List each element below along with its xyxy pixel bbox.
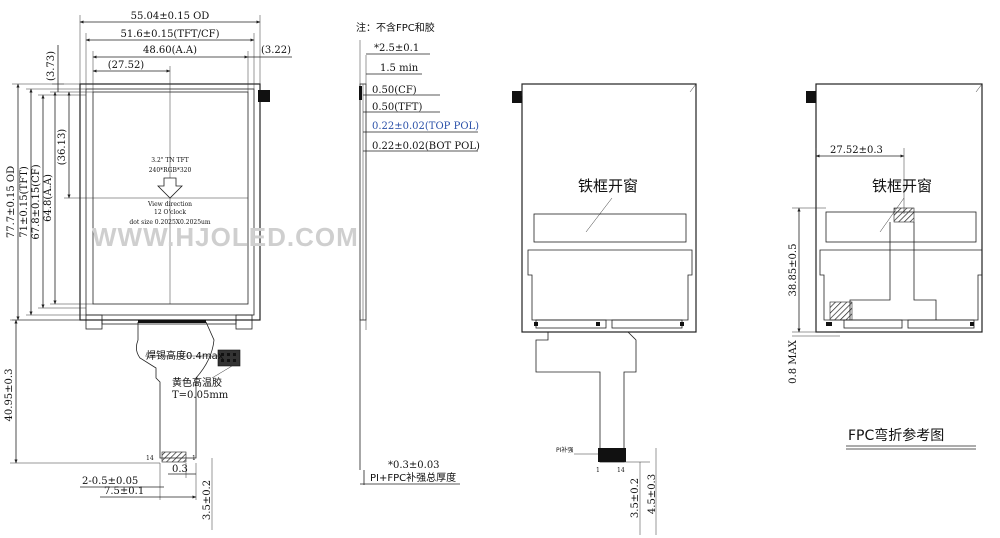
fold-window-label: 铁框开窗 bbox=[872, 177, 932, 195]
fold-dim-height: 38.85±0.5 bbox=[788, 244, 799, 297]
panel-tiny-note: dot size 0.2025X0.2025um bbox=[129, 219, 211, 226]
dim-od-width: 55.04±0.15 OD bbox=[131, 11, 210, 22]
dim-tft-height: 71±0.15(TFT) bbox=[19, 166, 30, 238]
fpc-thickness-label: PI+FPC补强总厚度 bbox=[370, 471, 456, 484]
fpc-outline bbox=[136, 321, 215, 459]
panel-label-2: 240*RGB*320 bbox=[149, 167, 192, 174]
fold-connector-block bbox=[893, 207, 915, 223]
dim-od-height: 77.7±0.15 OD bbox=[6, 166, 17, 238]
side-note: 注：不含FPC和胶 bbox=[356, 21, 435, 34]
fold-pi-stiffener bbox=[829, 301, 853, 321]
fold-lower-step bbox=[819, 249, 983, 321]
pin-14-label: 14 bbox=[146, 455, 154, 462]
side-view: 注：不含FPC和胶 *2.5±0.1 1.5 min 0.50(CF) 0.50… bbox=[356, 21, 480, 485]
back-view: 铁框开窗 PI补强 1 14 3.5±0.2 4.5±0.3 bbox=[512, 83, 697, 535]
dim-stiffener-front: 3.5±0.2 bbox=[202, 480, 213, 520]
view-direction-label: View direction bbox=[147, 201, 192, 208]
dim-fpc-thickness: *0.3±0.03 bbox=[388, 460, 440, 471]
back-pin-1: 1 bbox=[596, 467, 600, 474]
back-dim-a: 3.5±0.2 bbox=[630, 478, 641, 518]
dim-center-y: (36.13) bbox=[57, 129, 68, 166]
fold-dim-max: 0.8 MAX bbox=[788, 339, 799, 384]
dim-top-pol: 0.22±0.02(TOP POL) bbox=[372, 121, 479, 132]
back-dim-b: 4.5±0.3 bbox=[647, 474, 658, 514]
dim-pitch: 2-0.5±0.05 bbox=[82, 476, 138, 487]
back-frame bbox=[521, 83, 697, 333]
dim-tft: 0.50(TFT) bbox=[372, 102, 422, 113]
bottom-tab-left bbox=[85, 314, 103, 330]
corner-mark bbox=[258, 90, 270, 102]
view-direction-clock: 12 O'clock bbox=[154, 209, 186, 216]
view-direction-arrow-icon bbox=[157, 177, 183, 199]
pin-1-label: 1 bbox=[192, 455, 196, 462]
dim-aa-width: 48.60(A.A) bbox=[143, 45, 197, 56]
back-window-cutout bbox=[533, 213, 687, 243]
glue-thickness: T=0.05mm bbox=[172, 390, 229, 401]
front-view: 3.2" TN TFT 240*RGB*320 View direction 1… bbox=[4, 11, 292, 530]
watermark: WWW.HJOLED.COM bbox=[92, 222, 359, 252]
dim-right-offset: (3.22) bbox=[261, 45, 291, 56]
dim-tft-width: 51.6±0.15(TFT/CF) bbox=[121, 29, 220, 40]
dim-pin-offset: 0.3 bbox=[172, 464, 188, 475]
panel-label-1: 3.2" TN TFT bbox=[151, 157, 189, 164]
fold-fpc bbox=[849, 222, 937, 320]
fold-view: 27.52±0.3 铁框开窗 38.85±0.5 0.8 MAX FPC弯折参考… bbox=[788, 83, 983, 450]
dim-aa-height: 64.8(A.A) bbox=[43, 174, 54, 222]
dim-bot-pol: 0.22±0.02(BOT POL) bbox=[372, 141, 480, 152]
dim-min: 1.5 min bbox=[380, 63, 419, 74]
back-pi-stiffener bbox=[598, 448, 626, 462]
dim-center-x: (27.52) bbox=[108, 60, 145, 71]
dim-top-offset: (3.73) bbox=[46, 51, 57, 81]
dim-connector-width: 7.5±0.1 bbox=[104, 486, 144, 497]
back-window-label: 铁框开窗 bbox=[578, 177, 638, 195]
dim-total-thickness: *2.5±0.1 bbox=[374, 43, 419, 54]
fold-dim-center-x: 27.52±0.3 bbox=[830, 145, 883, 156]
dim-cf-height: 67.8±0.15(CF) bbox=[31, 164, 42, 239]
fpc-top-bond bbox=[138, 320, 206, 323]
fold-title: FPC弯折参考图 bbox=[848, 427, 944, 444]
dim-fpc-length: 40.95±0.3 bbox=[4, 369, 15, 422]
back-lower-step bbox=[527, 249, 693, 321]
fpc-contact-pins bbox=[161, 451, 187, 463]
dim-cf: 0.50(CF) bbox=[372, 85, 417, 96]
back-stiffener-label: PI补强 bbox=[556, 446, 573, 454]
back-fpc bbox=[535, 331, 637, 463]
back-pin-14: 14 bbox=[617, 467, 625, 474]
glue-note: 黄色高温胶 bbox=[172, 376, 222, 389]
solder-height-note: 焊锡高度0.4max bbox=[146, 349, 224, 362]
bottom-tab-right bbox=[235, 314, 253, 330]
